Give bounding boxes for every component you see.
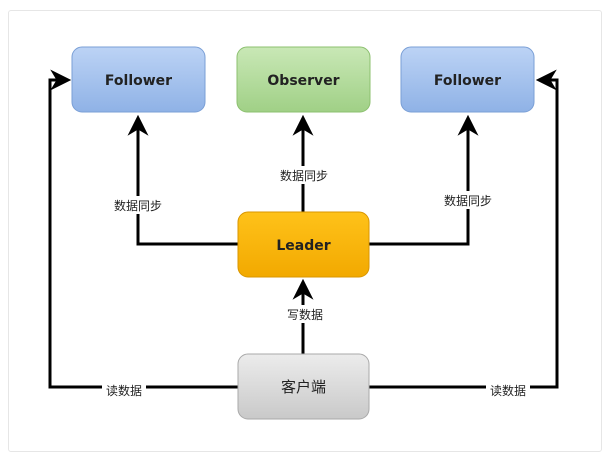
node-client: 客户端 bbox=[237, 353, 370, 420]
label-client-to-follower-right: 读数据 bbox=[490, 383, 526, 398]
label-leader-to-follower-right: 数据同步 bbox=[444, 193, 492, 208]
edge-leader-to-follower-left bbox=[127, 114, 238, 246]
edge-labels: 数据同步 数据同步 数据同步 写数据 读数据 读数据 bbox=[102, 166, 530, 399]
node-leader: Leader bbox=[237, 211, 370, 278]
node-leader-label: Leader bbox=[276, 238, 330, 254]
label-leader-to-observer: 数据同步 bbox=[280, 168, 328, 183]
edge-client-to-follower-right bbox=[369, 69, 559, 389]
label-client-to-follower-left: 读数据 bbox=[106, 383, 142, 398]
node-client-label: 客户端 bbox=[281, 378, 326, 396]
label-leader-to-follower-left: 数据同步 bbox=[114, 198, 162, 213]
edge-leader-to-follower-right bbox=[369, 114, 479, 246]
node-follower-right-label: Follower bbox=[434, 73, 501, 89]
node-follower-left: Follower bbox=[71, 46, 206, 113]
node-observer: Observer bbox=[236, 46, 371, 113]
node-observer-label: Observer bbox=[267, 73, 339, 89]
label-client-to-leader: 写数据 bbox=[287, 307, 323, 322]
edge-client-to-follower-left bbox=[48, 69, 238, 389]
node-follower-left-label: Follower bbox=[105, 73, 172, 89]
node-follower-right: Follower bbox=[400, 46, 535, 113]
